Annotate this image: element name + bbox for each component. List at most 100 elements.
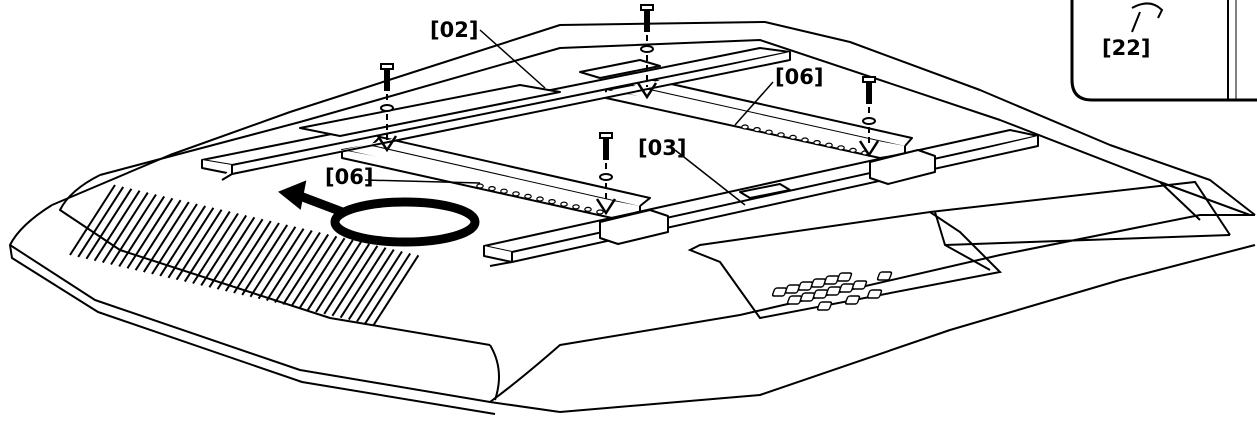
vent-slot [101,192,149,264]
bracket-hole [825,142,833,148]
control-button [812,289,829,299]
vent-slot [233,222,280,294]
bracket-hole [512,191,520,197]
vent-slot [69,184,116,256]
vent-slot [257,228,305,300]
label-03: [03] [638,136,686,160]
bracket-hole [488,186,496,192]
rail-lower [483,129,1039,267]
screws [376,4,880,216]
vent-slot [200,214,248,286]
vent-slot [306,239,354,311]
vent-slot [216,218,264,290]
control-button [786,295,803,305]
bracket-hole [500,188,508,194]
control-button [810,278,827,288]
bracket-hole [837,145,845,151]
bracket-hole [548,199,556,205]
control-button [784,284,801,294]
screw-head [862,76,876,83]
arrow-head [858,140,880,158]
vent-slot [167,207,215,279]
control-button [771,287,788,297]
bracket-holes [476,124,869,215]
bracket-hole [536,196,544,202]
vent-slot [298,237,346,309]
bracket-hole [572,204,580,210]
control-button [816,301,833,311]
washer [599,173,613,181]
label-22: [22] [1102,36,1150,60]
bracket-hole [741,124,749,130]
arrow-head [636,82,658,100]
vent-slot [282,233,330,305]
vent-slot [192,212,239,285]
control-button [797,281,814,291]
screw-shaft [866,82,872,104]
bracket-hole [524,193,532,199]
vent-slot [93,190,141,262]
screw [858,76,880,158]
vent-slot [183,211,231,283]
label-02: [02] [430,18,478,42]
tv-back-panel [9,21,1256,415]
control-button [844,295,861,305]
vent-slot [159,205,207,277]
bracket-hole [584,206,592,212]
bracket-hole [801,137,809,143]
vent-slots [69,184,420,326]
washer [640,45,654,53]
vent-slot [274,231,321,304]
control-button [825,286,842,296]
bracket-hole [596,209,604,215]
rail-upper [201,47,791,181]
screw-shaft [603,138,609,160]
control-button [823,275,840,285]
bracket-hole [765,129,773,135]
leader-lines [364,29,774,206]
screw-head [640,4,654,11]
vent-slot [265,230,313,302]
rotation-arrow [278,180,480,247]
control-panel [687,180,1231,320]
washer [380,104,394,112]
vent-slot [151,203,198,275]
vent-slot [77,186,125,258]
screw-shaft [384,69,390,91]
vent-slot [356,250,403,323]
bracket-hole [813,140,821,146]
vent-slot [208,216,256,288]
washer [862,117,876,125]
arrow-head [376,135,398,153]
vent-slot [85,188,133,260]
control-button [799,292,816,302]
control-button [836,272,853,282]
vent-slot [118,195,166,267]
vent-slot [323,243,371,315]
bracket-hole [777,132,785,138]
vent-slot [175,209,223,281]
screw [376,63,398,153]
vent-slot [110,193,157,266]
control-button [866,289,883,299]
bracket-hole [789,134,797,140]
arrow-head [595,198,617,216]
control-button [838,283,855,293]
screw [636,4,658,100]
bracket-left [341,136,651,219]
vent-slot [290,235,338,307]
screw [595,132,617,216]
vent-slot [134,199,182,271]
bracket-right [605,76,913,159]
vent-slot [224,220,272,292]
label-06-left: [06] [325,165,373,189]
control-button [851,280,868,290]
label-06-right: [06] [775,65,823,89]
bracket-hole [753,127,761,133]
vent-slot [331,245,379,317]
vent-slot [241,224,289,296]
vent-slot [372,254,420,326]
vent-slot [126,197,174,269]
